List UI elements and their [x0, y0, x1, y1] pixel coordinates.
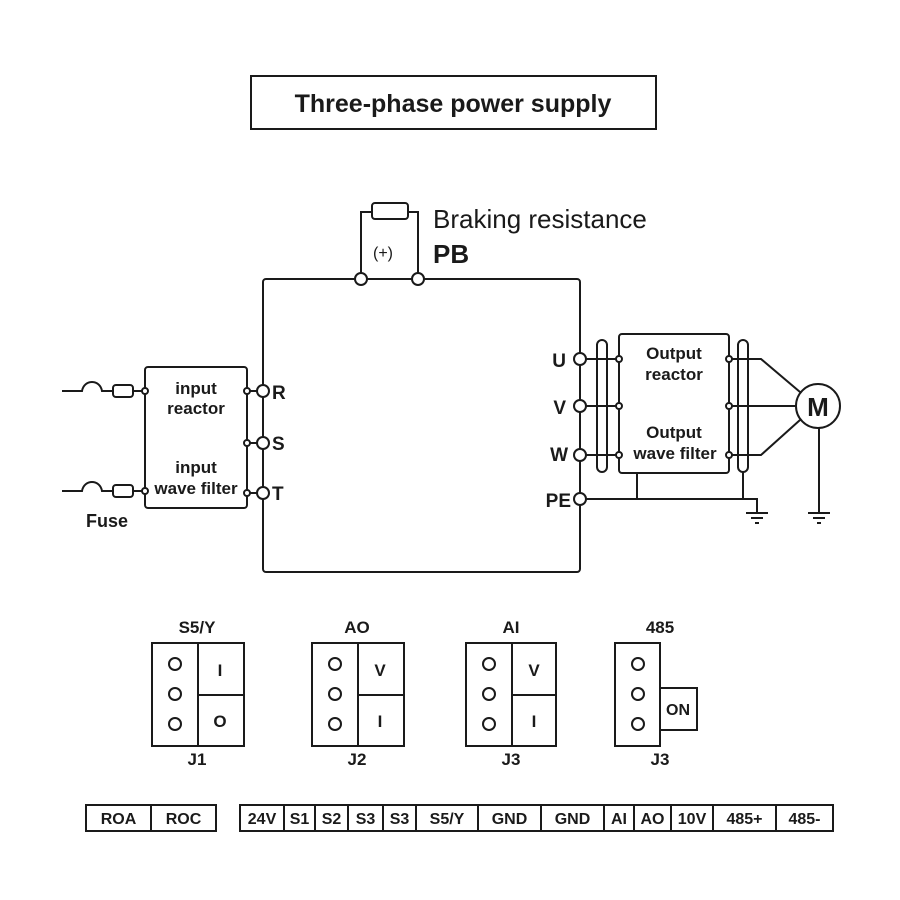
input-reactor-line1: input: [175, 379, 217, 398]
fuse-line-bottom: [62, 481, 113, 492]
jumper-id: J1: [188, 750, 207, 769]
jumper-option: I: [378, 712, 383, 731]
jumper-option: ON: [666, 702, 690, 719]
terminal-label: S5/Y: [430, 811, 465, 828]
braking-label: Braking resistance: [433, 204, 647, 234]
title-text: Three-phase power supply: [295, 90, 612, 118]
jumper-option: O: [213, 712, 226, 731]
braking-leads: [360, 211, 419, 279]
input-filter-line2: wave filter: [153, 479, 238, 498]
jumper-2: AO J2 V I: [311, 618, 405, 769]
jumper-pin: [328, 687, 342, 701]
terminal-label: S1: [290, 811, 310, 828]
terminal-label: GND: [555, 811, 591, 828]
terminal-strip: ROA ROC 24V S1 S2 S3 S3 S5/Y GND GND AI AO 10V 485+ 48…: [85, 804, 834, 832]
terminal-r: [256, 384, 270, 398]
jumper-pin: [168, 687, 182, 701]
fuse-line-top: [62, 381, 113, 392]
input-filter-box: [144, 366, 248, 509]
jumper-pin: [631, 687, 645, 701]
jumper-1: S5/Y J1 I O: [151, 618, 245, 769]
terminal-label: S3: [356, 811, 376, 828]
terminal-pb: [411, 272, 425, 286]
input-section: Fuse input reactor input wave filter R S…: [62, 366, 286, 531]
output-reactor-line1: Output: [646, 344, 702, 363]
jumper-id: J3: [502, 750, 521, 769]
label-t: T: [272, 484, 284, 505]
label-r: R: [272, 383, 286, 404]
label-v: V: [553, 398, 566, 419]
terminal-plus: [354, 272, 368, 286]
jumper-option: V: [528, 661, 540, 680]
jumper-id: J2: [348, 750, 367, 769]
terminal-w: [573, 448, 587, 462]
terminal-label: AI: [611, 811, 627, 828]
terminal-label: 485-: [788, 811, 820, 828]
terminal-label: 24V: [248, 811, 277, 828]
terminal-group: 24V S1 S2 S3 S3 S5/Y GND GND AI AO 10V 485+ 485-: [239, 804, 834, 832]
output-section: U V W PE Output reactor Output wave filt…: [546, 333, 841, 524]
jumper-pin: [631, 717, 645, 731]
plus-label: (+): [373, 245, 393, 262]
input-filter-line1: input: [175, 458, 217, 477]
terminal-label: ROA: [101, 811, 137, 828]
fuse-icon-top: [112, 384, 134, 398]
jumper-title: AI: [503, 618, 520, 637]
jumper-pin: [168, 717, 182, 731]
jumper-3: AI J3 V I: [465, 618, 557, 769]
terminal-label: ROC: [166, 811, 202, 828]
jumper-option: I: [532, 712, 537, 731]
jumper-id: J3: [651, 750, 670, 769]
jumper-title: AO: [344, 618, 370, 637]
label-u: U: [552, 351, 566, 372]
terminal-s: [256, 436, 270, 450]
terminal-v: [573, 399, 587, 413]
drive-body: [262, 278, 581, 573]
label-s: S: [272, 434, 285, 455]
terminal-pe: [573, 492, 587, 506]
jumper-option: I: [218, 661, 223, 680]
jumper-option: V: [374, 661, 386, 680]
motor-label: M: [807, 392, 829, 422]
jumper-pin: [328, 717, 342, 731]
jumper-pin: [482, 657, 496, 671]
output-reactor-line2: reactor: [645, 365, 703, 384]
terminal-label: 485+: [726, 811, 762, 828]
pb-label: PB: [433, 239, 469, 269]
pe-bus: [586, 472, 758, 512]
label-w: W: [550, 445, 568, 466]
title-box: Three-phase power supply: [250, 75, 657, 130]
jumper-pin: [482, 687, 496, 701]
input-reactor-line2: reactor: [167, 399, 225, 418]
ground-icon: [746, 512, 768, 524]
terminal-label: 10V: [678, 811, 707, 828]
fuse-icon-bottom: [112, 484, 134, 498]
jumper-switch: [659, 687, 698, 731]
output-filter-line1: Output: [646, 423, 702, 442]
title-frame: [250, 75, 657, 130]
jumper-pin: [168, 657, 182, 671]
motor-ground-icon: [808, 512, 830, 524]
terminal-label: AO: [641, 811, 665, 828]
label-pe: PE: [546, 491, 571, 512]
terminal-label: S3: [390, 811, 410, 828]
terminal-u: [573, 352, 587, 366]
motor-wires: [729, 358, 801, 456]
terminal-group: ROA ROC: [85, 804, 217, 832]
fuse-label: Fuse: [86, 511, 128, 531]
jumper-pin: [631, 657, 645, 671]
resistor-icon: [371, 202, 409, 220]
output-filter-line2: wave filter: [632, 444, 717, 463]
jumper-title: 485: [646, 618, 674, 637]
terminal-label: S2: [322, 811, 342, 828]
braking-resistor: (+) Braking resistance PB: [354, 202, 647, 286]
terminal-t: [256, 486, 270, 500]
jumper-pin: [328, 657, 342, 671]
terminal-label: GND: [492, 811, 528, 828]
jumper-title: S5/Y: [179, 618, 217, 637]
jumper-pin: [482, 717, 496, 731]
